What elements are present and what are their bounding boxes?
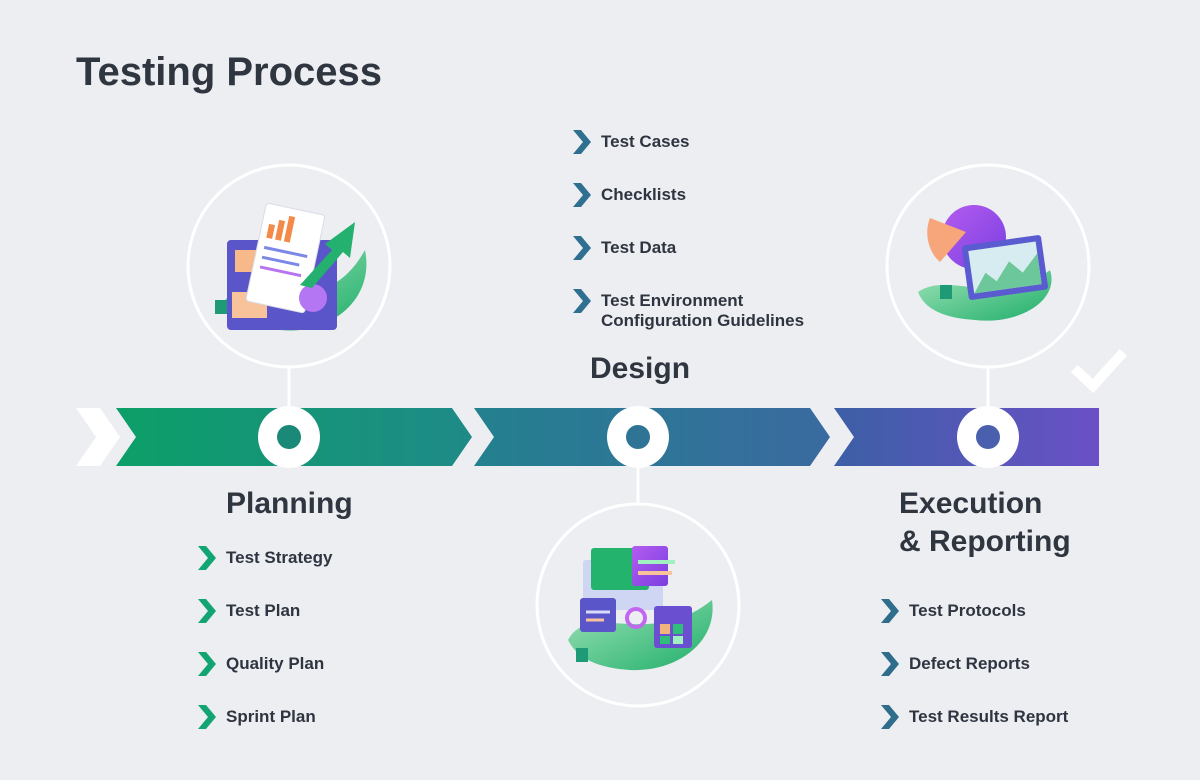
list-item-label: Quality Plan [226, 654, 325, 673]
list-item: Defect Reports [879, 652, 1068, 707]
chevron-right-icon [573, 289, 591, 313]
chevron-right-icon [573, 130, 591, 154]
list-item-label: Test Environment Configuration Guideline… [601, 291, 805, 330]
list-item-label: Test Data [601, 238, 677, 257]
list-item-label: Test Results Report [909, 707, 1069, 726]
list-item: Sprint Plan [196, 705, 332, 760]
list-item: Test Results Report [879, 705, 1069, 760]
execution-report-icon [918, 205, 1052, 321]
milestone-node-planning [258, 406, 320, 468]
planning-deliverables: Test Strategy Test Plan Quality Plan Spr… [196, 546, 333, 760]
list-item-label: Test Protocols [909, 601, 1026, 620]
chevron-right-icon [573, 236, 591, 260]
stage-title-execution: Execution & Reporting [899, 487, 1071, 558]
list-item: Checklists [571, 183, 804, 238]
list-item: Test Protocols [879, 599, 1068, 654]
design-deliverables: Test Cases Checklists Test Data Test Env… [571, 130, 805, 344]
chevron-right-icon [881, 705, 899, 729]
chevron-right-icon [881, 599, 899, 623]
list-item-label: Test Strategy [226, 548, 333, 567]
checkmark-icon [1070, 348, 1128, 394]
lead-chevron [76, 408, 120, 466]
list-item: Test Cases [571, 130, 804, 185]
design-icon-circle [535, 502, 741, 708]
chevron-right-icon [198, 652, 216, 676]
stage-title-design: Design [590, 352, 691, 385]
list-item: Test Environment Configuration Guideline… [571, 289, 805, 344]
list-item: Test Plan [196, 599, 332, 654]
list-item-label: Sprint Plan [226, 707, 316, 726]
list-item-label: Test Cases [601, 132, 690, 151]
page-title: Testing Process [76, 50, 383, 94]
planning-chart-icon [215, 202, 367, 331]
execution-deliverables: Test Protocols Defect Reports Test Resul… [879, 599, 1069, 760]
list-item: Test Strategy [196, 546, 333, 601]
execution-icon-circle [885, 163, 1091, 369]
milestone-node-execution [957, 406, 1019, 468]
chevron-right-icon [198, 705, 216, 729]
chevron-right-icon [198, 546, 216, 570]
milestone-node-design [607, 406, 669, 468]
design-layout-icon [568, 546, 713, 671]
stage-title-planning: Planning [226, 487, 353, 520]
planning-icon-circle [186, 163, 392, 369]
list-item-label: Test Plan [226, 601, 301, 620]
chevron-right-icon [198, 599, 216, 623]
list-item: Quality Plan [196, 652, 332, 707]
chevron-right-icon [881, 652, 899, 676]
chevron-right-icon [573, 183, 591, 207]
list-item: Test Data [571, 236, 804, 291]
list-item-label: Defect Reports [909, 654, 1030, 673]
list-item-label: Checklists [601, 185, 687, 204]
